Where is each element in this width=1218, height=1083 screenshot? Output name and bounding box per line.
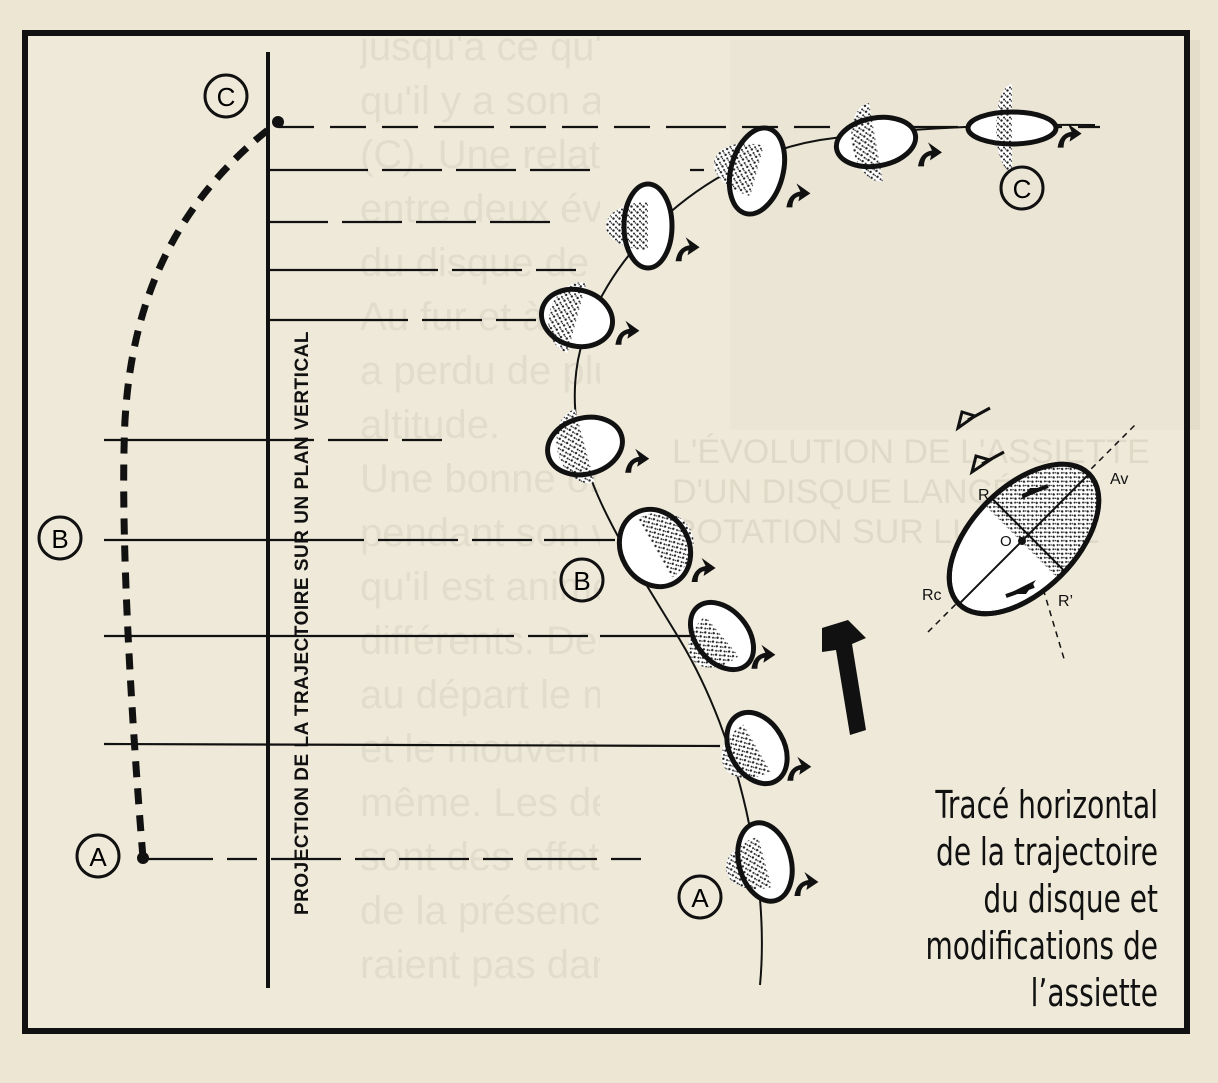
disc [965,84,1059,172]
detail-arrow-icon-2 [1008,580,1036,594]
label-b-left: B [37,515,83,561]
disc [833,102,919,182]
rotation-arrow-icon [787,756,812,781]
label-r: R [978,487,990,504]
projection-lines [103,125,1100,861]
rotation-arrow-icon [794,872,819,896]
projection-label: PROJECTION DE LA TRAJECTOIRE SUR UN PLAN… [292,331,313,915]
rotation-arrow-icon [625,448,650,473]
disc [606,181,675,271]
caption-line-3: du disque et [983,877,1158,921]
disc [721,709,790,787]
disc [545,409,625,484]
end-dot [272,116,284,128]
svg-text:C: C [1013,174,1032,204]
caption: Tracé horizontal de la trajectoire du di… [896,782,1158,1017]
label-r-prime: R’ [1058,593,1073,610]
caption-line-2: de la trajectoire [936,830,1158,874]
label-av: Av [1110,471,1128,488]
svg-text:A: A [691,883,709,913]
svg-text:B: B [573,566,590,596]
label-b-right: B [559,557,605,603]
label-c-left: C [203,73,249,119]
disc [616,506,694,590]
disc-sequence [538,84,1082,904]
disc [713,125,788,217]
svg-text:C: C [217,82,236,112]
detail-disc: Av R O Rc R’ [922,406,1136,663]
caption-line-5: l’assiette [1030,971,1158,1015]
label-a-right: A [677,874,723,920]
rotation-arrow-icon [1057,123,1082,148]
svg-text:A: A [89,842,107,872]
caption-line-4: modifications de [925,924,1158,968]
label-a-left: A [75,833,121,879]
direction-arrow-icon [822,620,866,735]
label-o: O [1000,533,1012,550]
disc [538,282,616,353]
caption-line-1: Tracé horizontal [935,783,1158,827]
label-c-right: C [999,165,1045,211]
projection-curve [120,119,281,859]
rotation-arrow-icon [615,320,640,345]
hollow-arrow-icon [955,406,991,432]
disc [725,820,795,904]
rotation-arrow-icon [675,237,700,262]
label-rc: Rc [922,587,942,604]
rotation-arrow-icon [786,183,811,208]
rotation-arrow-icon [918,142,942,167]
disc [687,599,757,673]
hollow-arrow-icon-2 [969,450,1005,476]
svg-text:B: B [51,524,68,554]
rotation-arrow-icon [751,644,776,669]
rotation-arrow-icon [691,558,716,582]
